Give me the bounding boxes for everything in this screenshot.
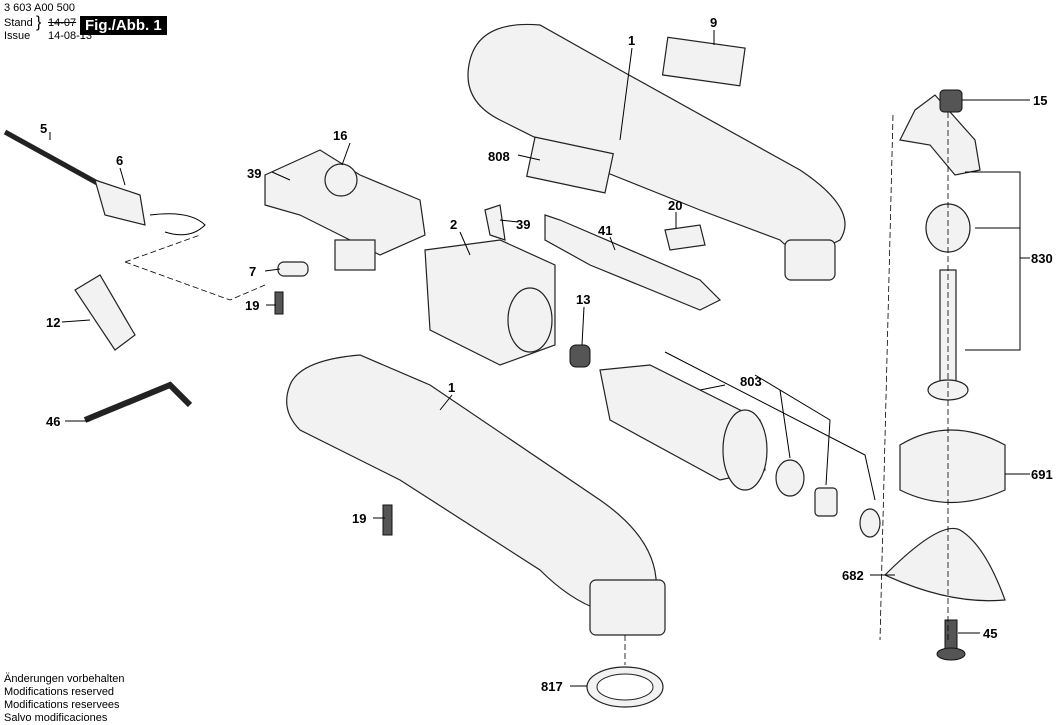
- screw-45: [944, 619, 958, 651]
- note-de: Änderungen vorbehalten: [4, 673, 125, 685]
- note-es: Salvo modificaciones: [4, 712, 108, 724]
- callout-2: 2: [450, 217, 457, 232]
- needle-bearing-15: [939, 89, 963, 113]
- callout-13: 13: [576, 292, 590, 307]
- upper-housing: [467, 23, 846, 254]
- power-cable: [3, 129, 112, 193]
- cable-hook: [149, 213, 206, 236]
- screw-19b: [382, 504, 393, 536]
- callout-19b: 19: [352, 511, 366, 526]
- cable-guard-6: [94, 179, 146, 226]
- callout-9: 9: [710, 15, 717, 30]
- note-en: Modifications reserved: [4, 686, 115, 698]
- callout-682: 682: [842, 568, 864, 583]
- callout-691: 691: [1031, 467, 1053, 482]
- cable-clamp-12: [74, 274, 136, 351]
- callout-817: 817: [541, 679, 563, 694]
- switch-knob-16: [324, 163, 358, 197]
- slide-41: [544, 214, 722, 311]
- callout-39b: 39: [516, 217, 530, 232]
- label-plate-9: [661, 36, 746, 87]
- lower-housing: [286, 354, 657, 611]
- spring-39: [484, 204, 506, 241]
- callout-39a: 39: [247, 166, 261, 181]
- bushing-803b: [814, 487, 838, 517]
- lower-nozzle: [589, 579, 666, 636]
- issue-label: Issue: [4, 30, 31, 42]
- clamp-ring-691: [899, 429, 1006, 503]
- figure-label: Fig./Abb. 1: [80, 16, 167, 35]
- callout-6: 6: [116, 153, 123, 168]
- bearing-803a: [775, 459, 805, 497]
- callout-7: 7: [249, 264, 256, 279]
- callout-830: 830: [1031, 251, 1053, 266]
- callout-15: 15: [1033, 93, 1047, 108]
- callout-12: 12: [46, 315, 60, 330]
- note-fr: Modifications reservees: [4, 699, 120, 711]
- slider-button-20: [664, 224, 706, 251]
- callout-20: 20: [668, 198, 682, 213]
- hex-key-46: [83, 381, 193, 423]
- clamp-plate-7: [277, 261, 309, 277]
- callout-1b: 1: [448, 380, 455, 395]
- callout-808: 808: [488, 149, 510, 164]
- callout-46: 46: [46, 414, 60, 429]
- callout-5: 5: [40, 121, 47, 136]
- callout-1a: 1: [628, 33, 635, 48]
- upper-nozzle: [784, 239, 836, 281]
- sanding-plate-682: [883, 528, 1006, 602]
- connector: [334, 239, 376, 271]
- callout-19a: 19: [245, 298, 259, 313]
- stand-label: Stand: [4, 17, 33, 29]
- switch-module: [264, 149, 426, 256]
- notes: Änderungen vorbehalten Modifications res…: [4, 673, 124, 725]
- old-date: 14-07: [48, 17, 77, 29]
- label-plate-808: [526, 136, 614, 194]
- callout-803: 803: [740, 374, 762, 389]
- callout-16: 16: [333, 128, 347, 143]
- callout-45: 45: [983, 626, 997, 641]
- callout-41: 41: [598, 223, 612, 238]
- washer-803c: [859, 508, 881, 538]
- document-number: 3 603 A00 500: [4, 2, 75, 14]
- bearing-13: [569, 344, 591, 368]
- brace: }: [36, 14, 42, 31]
- screw-19a: [274, 291, 284, 315]
